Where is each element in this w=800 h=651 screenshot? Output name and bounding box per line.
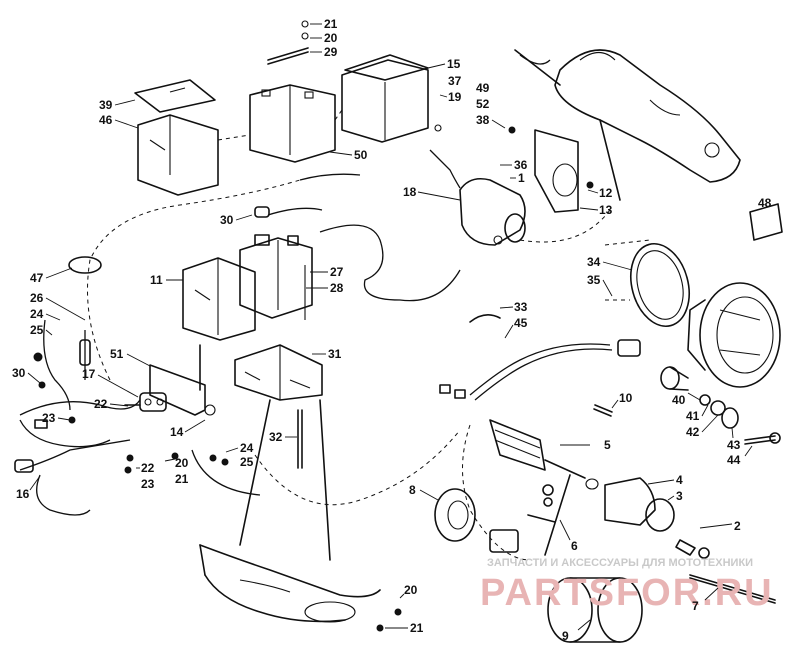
callout-2: 2 <box>734 519 741 533</box>
callout-23-left: 23 <box>42 411 56 425</box>
callout-29: 29 <box>324 45 338 59</box>
drive-pinion-40 <box>660 366 689 391</box>
callout-41: 41 <box>686 409 700 423</box>
callout-33: 33 <box>514 300 528 314</box>
callout-31: 31 <box>328 347 342 361</box>
relay-bracket <box>149 344 216 416</box>
battery-cover-box <box>341 54 429 143</box>
callout-40: 40 <box>672 393 686 407</box>
callout-12: 12 <box>599 186 613 200</box>
callout-45: 45 <box>514 316 528 330</box>
callout-43: 43 <box>727 438 741 452</box>
callout-47: 47 <box>30 271 44 285</box>
callout-37: 37 <box>448 74 462 88</box>
cable-tie-33 <box>469 314 501 323</box>
callout-11: 11 <box>150 273 163 287</box>
battery-box-left <box>137 114 219 196</box>
callout-21: 21 <box>324 17 338 31</box>
hold-down-rod-32 <box>297 409 303 469</box>
callout-6: 6 <box>571 539 578 553</box>
callout-3: 3 <box>676 489 683 503</box>
callout-10: 10 <box>619 391 633 405</box>
motor-housing-9 <box>547 577 643 643</box>
callout-14: 14 <box>170 425 184 439</box>
callout-21-mid: 21 <box>175 472 189 486</box>
decal-label-48 <box>749 203 783 241</box>
wire-harness-left <box>14 399 141 516</box>
starter-mount-bracket <box>534 129 579 213</box>
watermark-brand: PARTSFOR.RU <box>480 572 774 614</box>
ring-gear <box>630 242 690 328</box>
callout-30-top: 30 <box>220 213 234 227</box>
callout-28: 28 <box>330 281 344 295</box>
callout-18: 18 <box>403 185 417 199</box>
callout-50: 50 <box>354 148 368 162</box>
callout-13: 13 <box>599 203 613 217</box>
bolt-44 <box>744 432 781 445</box>
battery-upper <box>249 84 336 163</box>
screw-10 <box>593 404 613 417</box>
callout-44: 44 <box>727 453 741 467</box>
callout-17: 17 <box>82 367 96 381</box>
spring-kit-2 <box>675 539 776 604</box>
callout-25-left: 25 <box>30 323 44 337</box>
callout-7: 7 <box>692 599 699 613</box>
callout-9: 9 <box>562 629 569 643</box>
callout-34: 34 <box>587 255 601 269</box>
callout-48: 48 <box>758 196 772 210</box>
callout-38: 38 <box>476 113 490 127</box>
callout-30-left: 30 <box>12 366 26 380</box>
callout-1: 1 <box>518 171 525 185</box>
nut-washer-25 <box>33 352 43 362</box>
callout-39: 39 <box>99 98 113 112</box>
callout-35: 35 <box>587 273 601 287</box>
engine-block <box>514 49 741 201</box>
end-frame-4-3 <box>604 477 675 532</box>
callout-16: 16 <box>16 487 30 501</box>
flywheel-magneto <box>687 282 781 388</box>
callout-51: 51 <box>110 347 124 361</box>
cable-strap <box>68 256 102 274</box>
battery-cable <box>254 206 461 302</box>
callout-42: 42 <box>686 425 700 439</box>
callout-22-mid: 22 <box>141 461 155 475</box>
callout-26: 26 <box>30 291 44 305</box>
armature-5 <box>489 419 599 490</box>
callout-20-mid: 20 <box>175 456 189 470</box>
callout-8: 8 <box>409 483 416 497</box>
callout-22-left: 22 <box>94 397 108 411</box>
brush-holder <box>489 484 556 553</box>
mounting-bracket-31 <box>234 344 323 401</box>
callout-46: 46 <box>99 113 113 127</box>
callout-24-left: 24 <box>30 307 44 321</box>
battery-box-lower-left <box>182 257 256 341</box>
callout-21-bottom: 21 <box>410 621 424 635</box>
callout-20-bottom: 20 <box>404 583 418 597</box>
callout-5: 5 <box>604 438 611 452</box>
callout-32: 32 <box>269 430 283 444</box>
callouts-layer: 21 20 29 15 37 19 39 46 50 49 52 38 36 1… <box>12 17 772 643</box>
battery-lid-panel <box>134 79 216 113</box>
callout-15: 15 <box>447 57 461 71</box>
battery-hold-rod <box>267 20 309 65</box>
callout-19: 19 <box>448 90 462 104</box>
callout-4: 4 <box>676 473 683 487</box>
callout-36: 36 <box>514 158 528 172</box>
callout-23-mid: 23 <box>141 477 155 491</box>
solenoid-relay <box>124 392 167 412</box>
starter-solenoid-assembly <box>429 124 526 246</box>
callout-24-mid: 24 <box>240 441 254 455</box>
callout-25-mid: 25 <box>240 455 254 469</box>
battery-lower <box>239 234 313 320</box>
callout-49: 49 <box>476 81 490 95</box>
wire-harness-45 <box>439 339 641 401</box>
battery-tray <box>199 399 381 623</box>
callout-27: 27 <box>330 265 344 279</box>
end-cap-8 <box>434 488 476 542</box>
callout-52: 52 <box>476 97 490 111</box>
watermark-tagline: ЗАПЧАСТИ И АКСЕССУАРЫ ДЛЯ МОТОТЕХНИКИ <box>487 557 753 569</box>
callout-20: 20 <box>324 31 338 45</box>
